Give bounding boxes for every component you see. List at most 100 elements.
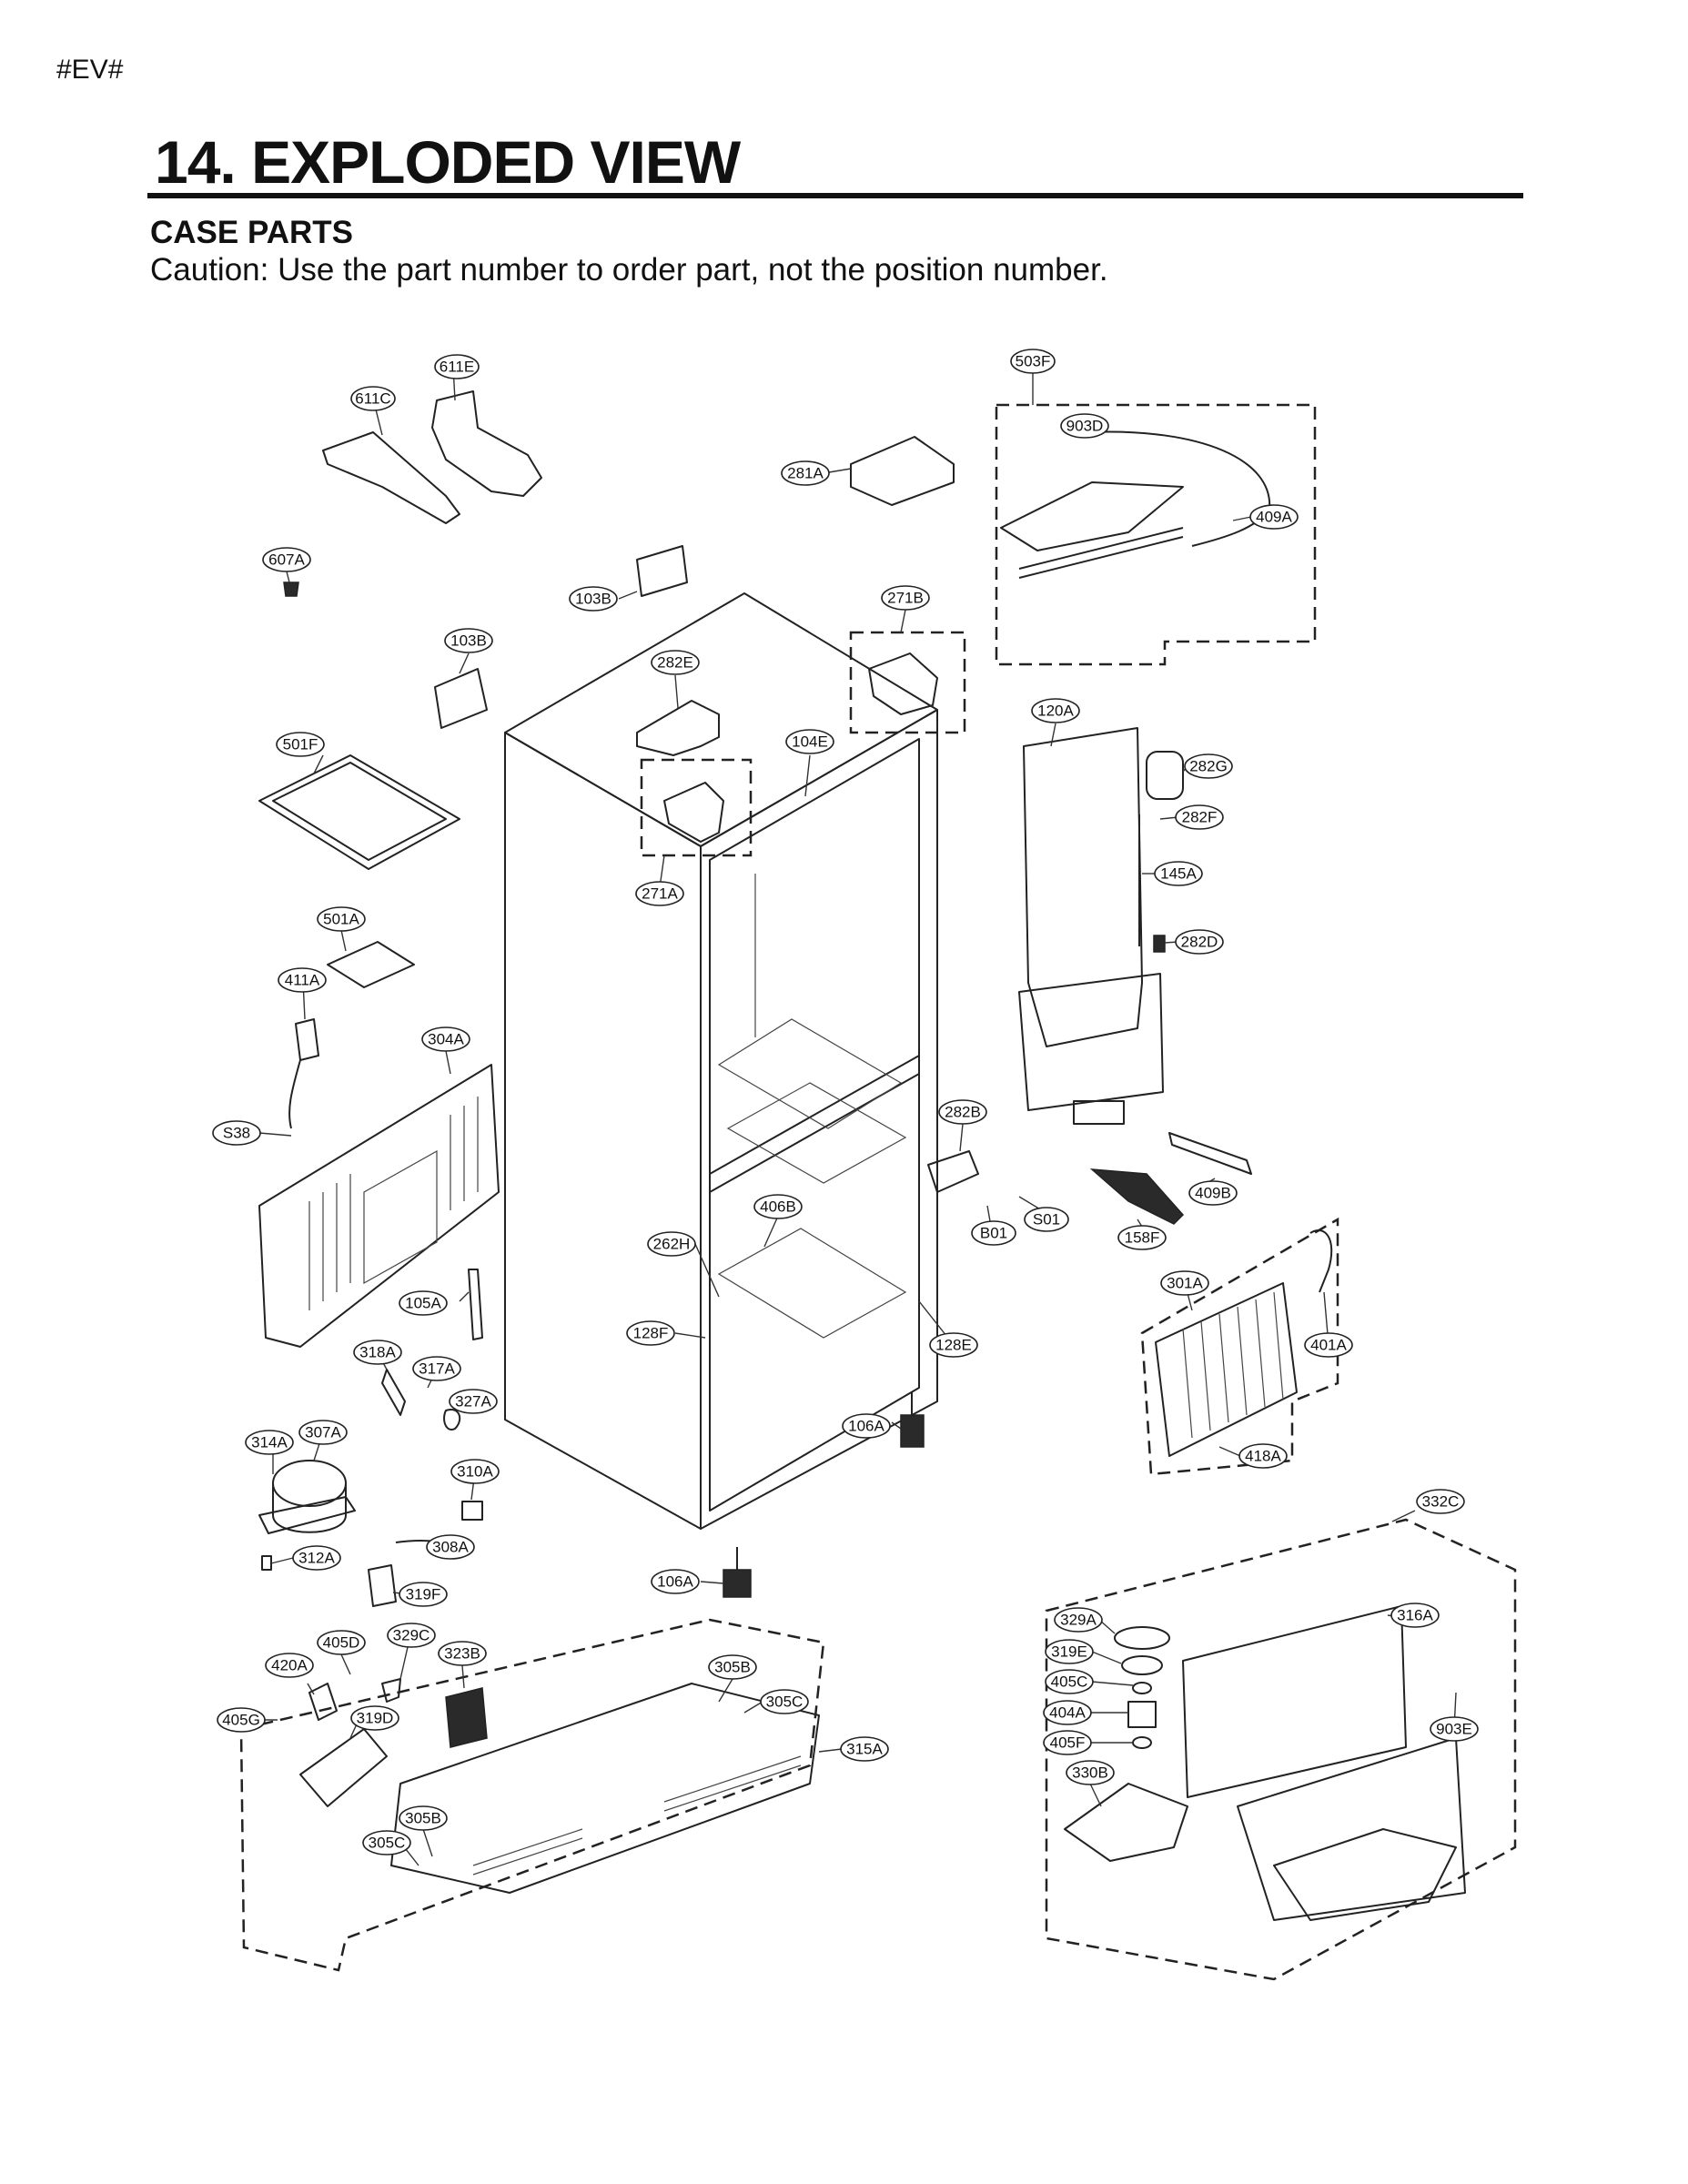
callout-262H: 262H [647, 1231, 696, 1257]
callout-903D: 903D [1060, 413, 1109, 439]
evaporator-418a [1155, 1282, 1298, 1457]
part-319d [299, 1728, 388, 1807]
box-503f [995, 403, 1317, 666]
part-611c [322, 431, 460, 524]
callout-label: 315A [846, 1741, 883, 1758]
tube-105a [468, 1269, 483, 1340]
callout-label: S38 [223, 1125, 250, 1142]
callout-label: 329C [393, 1627, 430, 1644]
callout-label: 282B [945, 1104, 981, 1121]
callout-323B: 323B [438, 1641, 487, 1666]
callout-label: 310A [457, 1463, 493, 1481]
callout-319F: 319F [399, 1582, 448, 1607]
callout-501F: 501F [276, 732, 325, 757]
callout-label: 312A [298, 1550, 335, 1567]
fan-329a [1114, 1626, 1170, 1650]
callout-label: 308A [432, 1539, 469, 1556]
callout-label: 128F [633, 1325, 669, 1342]
callout-label: 420A [271, 1657, 308, 1674]
callout-282E: 282E [651, 650, 700, 675]
callout-label: 405G [222, 1712, 260, 1729]
panel-304a [258, 1064, 500, 1348]
callout-420A: 420A [265, 1653, 314, 1678]
callout-label: 281A [787, 465, 824, 482]
callout-405G: 405G [217, 1707, 266, 1733]
callout-329C: 329C [387, 1623, 436, 1648]
callout-label: 105A [405, 1295, 441, 1312]
cabinet-body [504, 592, 938, 1530]
callout-label: 305B [714, 1659, 751, 1676]
callout-501A: 501A [317, 906, 366, 932]
hinge-box-left [640, 758, 753, 857]
part-420a [308, 1683, 338, 1721]
callout-332C: 332C [1416, 1489, 1465, 1514]
callout-314A: 314A [245, 1430, 294, 1455]
part-409a [1000, 481, 1184, 551]
callout-312A: 312A [292, 1545, 341, 1571]
callout-label: 319F [406, 1586, 441, 1603]
callout-329A: 329A [1054, 1607, 1103, 1633]
callout-128E: 128E [929, 1332, 978, 1358]
callout-label: 304A [428, 1031, 464, 1048]
part-330b [1064, 1783, 1188, 1862]
part-312a [261, 1555, 272, 1571]
part-319f [368, 1564, 397, 1607]
callout-label: 501F [283, 736, 318, 753]
callout-106A-b: 106A [651, 1569, 700, 1594]
evaporator-boundary [1140, 1217, 1339, 1476]
callout-label: 611E [440, 359, 474, 376]
callout-label: 330B [1072, 1764, 1108, 1782]
callout-405C: 405C [1045, 1669, 1094, 1694]
callout-903E: 903E [1430, 1716, 1479, 1742]
callout-label: 282E [657, 654, 693, 672]
bracket-282b [927, 1150, 979, 1193]
callout-411A: 411A [278, 967, 327, 993]
callout-label: 301A [1167, 1275, 1203, 1292]
callout-418A: 418A [1238, 1443, 1288, 1469]
part-404a [1127, 1701, 1157, 1728]
callout-label: 409A [1256, 509, 1292, 526]
fan-assembly-boundary [1045, 1518, 1517, 1981]
part-607a [283, 581, 299, 597]
part-329c [381, 1678, 401, 1703]
callout-label: 103B [575, 591, 612, 608]
callout-label: 406B [760, 1198, 796, 1216]
callout-319D: 319D [350, 1705, 399, 1731]
callout-103B-a: 103B [569, 586, 618, 612]
callout-305C-a: 305C [760, 1689, 809, 1714]
callout-404A: 404A [1043, 1700, 1092, 1725]
callout-305B-a: 305B [708, 1654, 757, 1680]
hinge-271a [663, 782, 724, 843]
cord-411a [288, 1018, 319, 1129]
callout-304A: 304A [421, 1026, 470, 1052]
callout-S01: S01 [1024, 1207, 1069, 1232]
callout-label: 405D [323, 1634, 360, 1652]
callout-label: B01 [980, 1225, 1007, 1242]
caution-note: Caution: Use the part number to order pa… [150, 252, 1108, 288]
part-282d [1153, 935, 1166, 953]
callout-319E: 319E [1045, 1639, 1094, 1664]
callout-label: 405F [1050, 1734, 1086, 1752]
callout-label: 405C [1051, 1673, 1088, 1691]
callout-label: 104E [792, 733, 828, 751]
callout-label: 501A [323, 911, 359, 928]
callout-label: 411A [285, 972, 320, 989]
callout-label: 307A [305, 1424, 341, 1441]
callout-label: 282F [1182, 809, 1218, 826]
part-405f [1132, 1736, 1152, 1749]
callout-282B: 282B [938, 1099, 987, 1125]
callout-611C: 611C [350, 386, 396, 411]
part-409b [1168, 1132, 1252, 1175]
callout-label: 314A [251, 1434, 288, 1451]
callout-281A: 281A [781, 460, 830, 486]
callout-label: 401A [1310, 1337, 1347, 1354]
callout-106A-a: 106A [842, 1413, 891, 1439]
callout-305C-b: 305C [362, 1830, 411, 1855]
part-310a [461, 1501, 483, 1521]
part-323b [445, 1687, 488, 1748]
board-501a [327, 941, 415, 988]
callout-label: 319E [1051, 1643, 1087, 1661]
shroud-903e [1237, 1737, 1466, 1921]
callout-label: 305B [405, 1810, 441, 1827]
